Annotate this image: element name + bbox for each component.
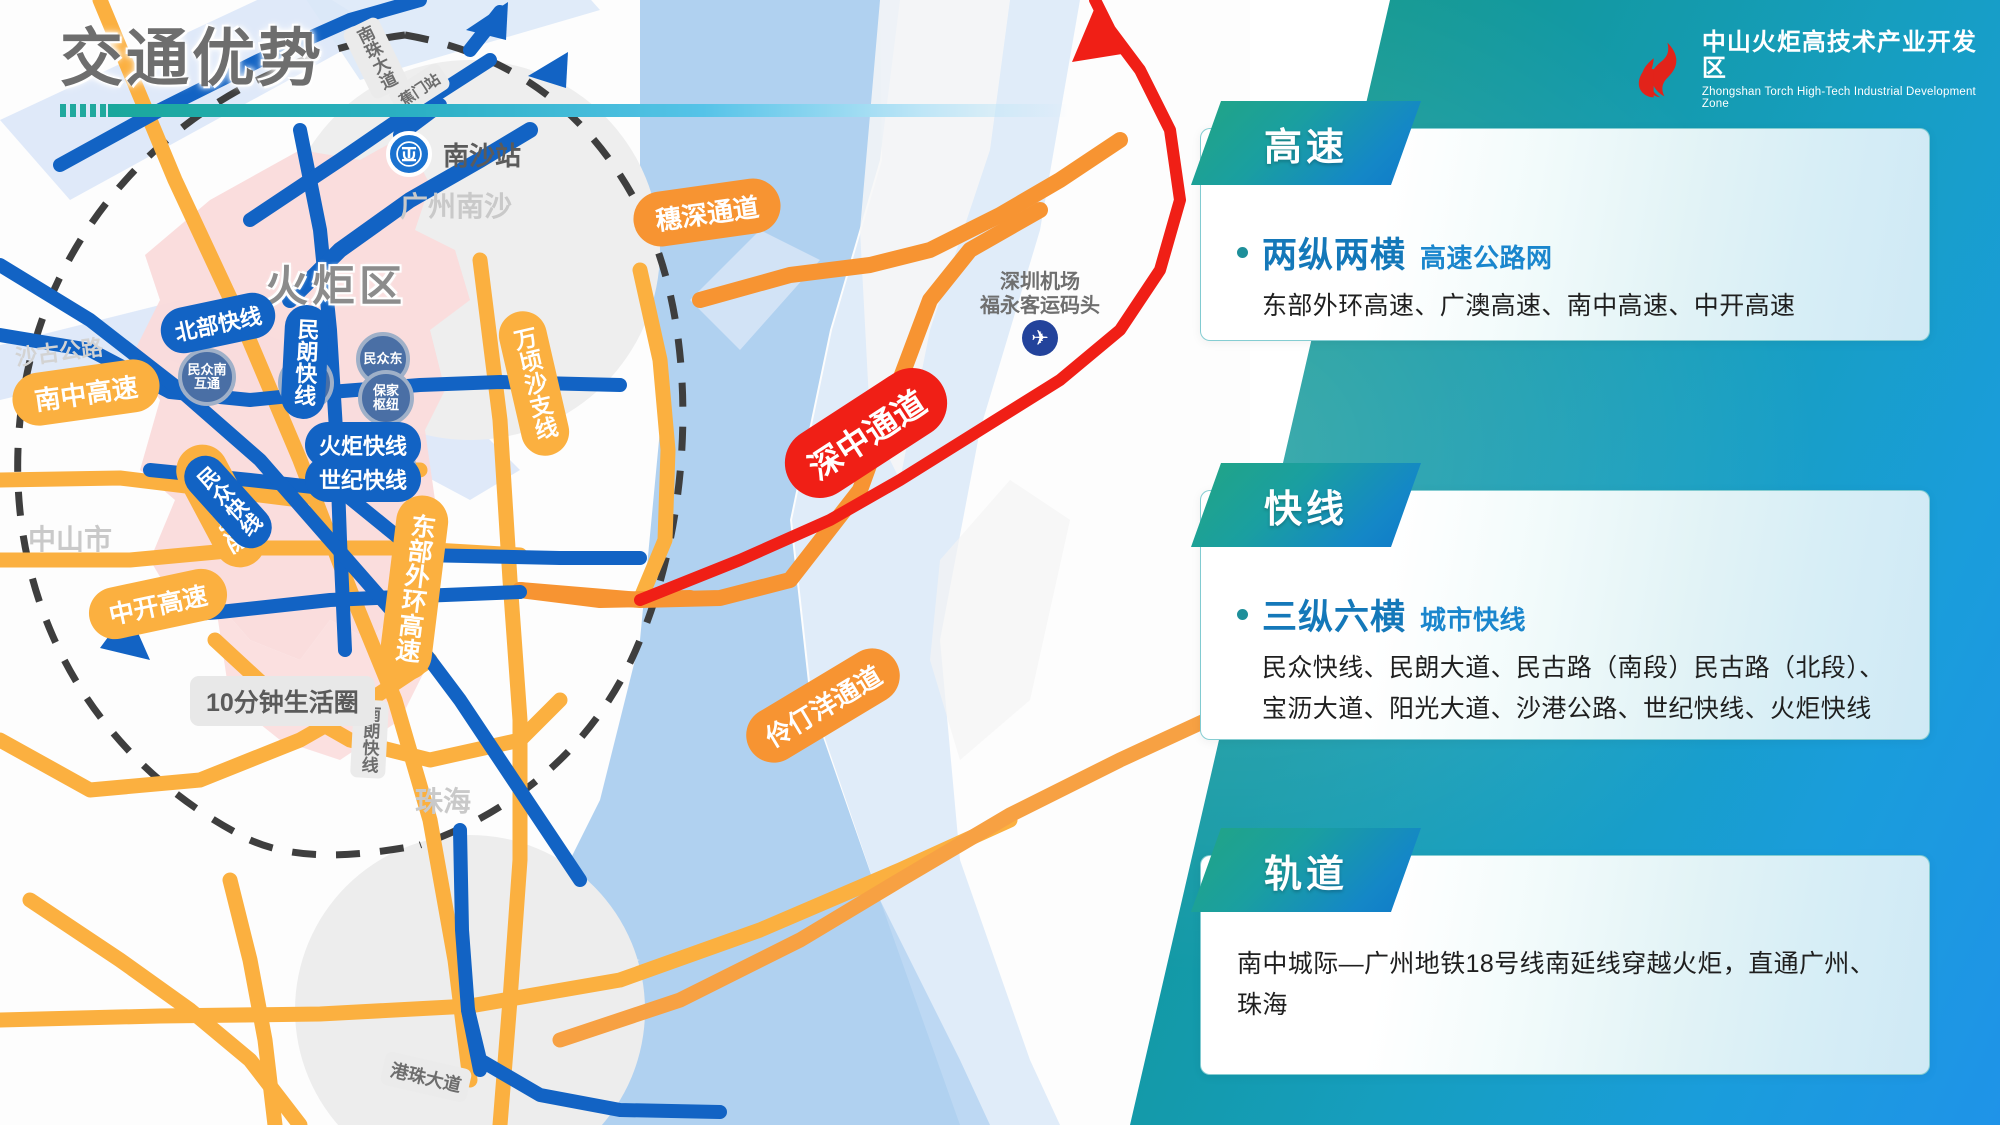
node-line1: 民众东 <box>363 351 403 367</box>
logo-name-en: Zhongshan Torch High-Tech Industrial Dev… <box>1701 85 1976 110</box>
node-line1: 民众南 <box>187 362 227 378</box>
brand-logo: 中山火炬高技术产业开发区 Zhongshan Torch High-Tech I… <box>1638 29 2000 110</box>
node-line2: 互通 <box>193 376 220 391</box>
map-area-label-nansha: 广州南沙 <box>400 191 513 222</box>
map-canvas: 火炬区 广州南沙 中山市 珠海 沙古公路 南沙站 深圳机场 福永客运码头 ✈ 民… <box>0 0 1250 1125</box>
title-tick <box>70 104 76 117</box>
map-expressline-shiji: 世纪快线 <box>305 456 422 502</box>
card-body-rail: 南中城际—广州地铁18号线南延线穿越火炬，直通广州、 珠海 <box>1237 944 1895 1025</box>
map-area-label-zhuhai: 珠海 <box>415 786 472 817</box>
logo-name-cn: 中山火炬高技术产业开发区 <box>1701 29 1977 83</box>
card-body-expressway: 两纵两横 高速公路网 东部外环高速、广澳高速、南中高速、中开高速 <box>1237 227 1895 327</box>
title-tick <box>90 104 96 117</box>
card-heading-row-expressline: 三纵六横 城市快线 <box>1237 589 1895 640</box>
card-heading-main-expressway: 两纵两横 <box>1262 236 1407 275</box>
card-tab-expressline[interactable]: 快线 <box>1191 463 1421 547</box>
map-poi-label-line1: 深圳机场 <box>1000 271 1080 293</box>
map-poi-label-line2: 福永客运码头 <box>980 295 1100 317</box>
torch-flame-icon <box>1638 42 1677 98</box>
railway-glyph <box>396 141 422 167</box>
title-tick <box>100 104 106 117</box>
map-expressline-minlang: 民朗快线 <box>280 303 330 421</box>
page-title: 交通优势 <box>60 24 324 94</box>
map-station-label-nanshazhan: 南沙站 <box>443 141 522 171</box>
map-interchange-baojia: 保家 枢纽 <box>358 370 414 426</box>
bullet-dot-icon <box>1237 609 1248 620</box>
card-text-line: 宝沥大道、阳光大道、沙港公路、世纪快线、火炬快线 <box>1262 694 1872 723</box>
logo-text-block: 中山火炬高技术产业开发区 Zhongshan Torch High-Tech I… <box>1701 29 2000 110</box>
title-gradient-bar <box>108 104 1068 117</box>
bullet-dot-icon <box>1237 247 1248 258</box>
info-card-expressway[interactable]: 高速 两纵两横 高速公路网 东部外环高速、广澳高速、南中高速、中开高速 <box>1200 128 1930 341</box>
info-card-rail[interactable]: 轨道 南中城际—广州地铁18号线南延线穿越火炬，直通广州、 珠海 <box>1200 855 1930 1075</box>
card-heading-row-expressway: 两纵两横 高速公路网 <box>1237 227 1895 278</box>
title-tick <box>80 104 86 117</box>
map-area-label-zhongshan: 中山市 <box>28 524 113 555</box>
card-text-line: 东部外环高速、广澳高速、南中高速、中开高速 <box>1262 292 1796 320</box>
card-text-line: 民众快线、民朗大道、民古路（南段）民古路（北段）、 <box>1262 654 1885 682</box>
node-line2: 枢纽 <box>372 397 399 412</box>
railway-station-icon <box>386 131 432 177</box>
card-body-expressline: 三纵六横 城市快线 民众快线、民朗大道、民古路（南段）民古路（北段）、 宝沥大道… <box>1237 589 1895 729</box>
info-card-expressline[interactable]: 快线 三纵六横 城市快线 民众快线、民朗大道、民古路（南段）民古路（北段）、 宝… <box>1200 490 1930 740</box>
card-tab-expressway[interactable]: 高速 <box>1191 101 1421 185</box>
card-heading-sub-expressway: 高速公路网 <box>1420 243 1553 273</box>
card-text-line: 珠海 <box>1237 990 1288 1019</box>
card-tab-rail[interactable]: 轨道 <box>1191 828 1421 912</box>
map-interchange-minzhongnan: 民众南 互通 <box>178 348 236 406</box>
map-badge-10min-life-circle: 10分钟生活圈 <box>190 676 375 726</box>
map-vector-layer <box>0 0 1250 1125</box>
card-heading-main-expressline: 三纵六横 <box>1262 598 1407 637</box>
page-title-block: 交通优势 <box>60 28 1070 117</box>
title-underline-decoration <box>60 104 1070 117</box>
map-area-label-huoju: 火炬区 <box>265 263 406 311</box>
card-text-line: 南中城际—广州地铁18号线南延线穿越火炬，直通广州、 <box>1237 950 1876 978</box>
node-line1: 保家 <box>372 383 399 399</box>
airplane-icon: ✈ <box>1022 320 1058 356</box>
card-heading-sub-expressline: 城市快线 <box>1420 605 1527 635</box>
title-tick <box>60 104 66 117</box>
